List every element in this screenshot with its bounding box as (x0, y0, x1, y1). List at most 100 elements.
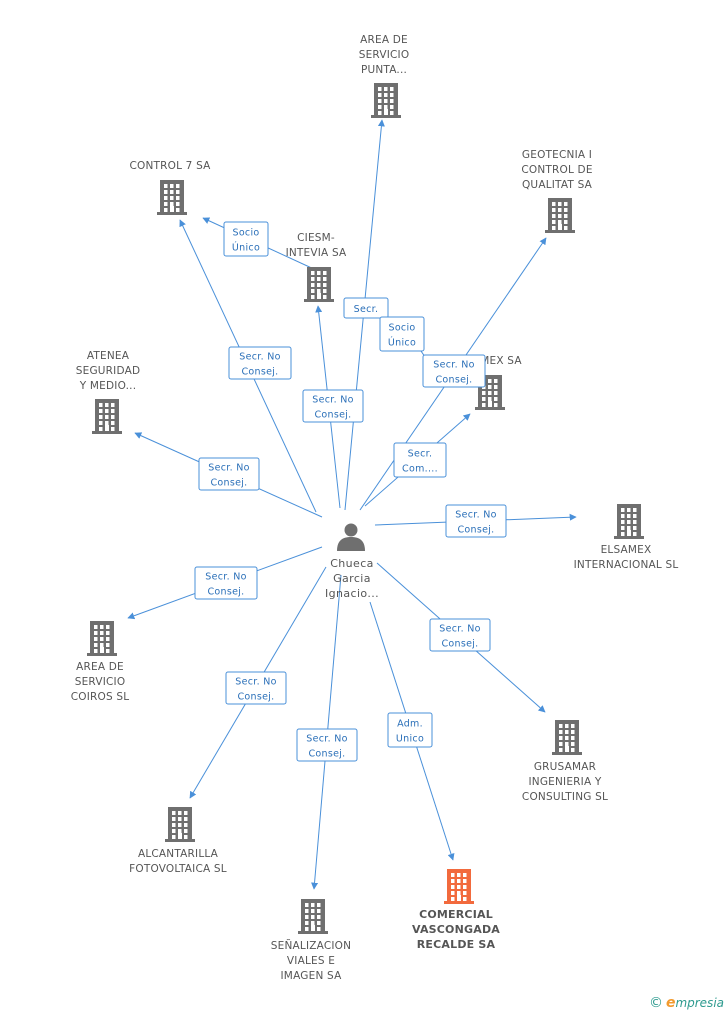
company-label-line: Y MEDIO... (79, 380, 136, 392)
relation-label-text: Secr. No (235, 677, 277, 688)
company-label-line: SERVICIO (75, 676, 126, 688)
relation-label-control-7[interactable]: Secr. No Consej. (228, 346, 292, 380)
relation-label-text: Consej. (435, 375, 472, 386)
company-label-line: AREA DE (76, 661, 124, 673)
relation-label-text: Único (388, 337, 416, 349)
company-label-line: IMAGEN SA (281, 970, 343, 982)
building-icon (371, 83, 401, 118)
person-name-line: Garcia (333, 572, 371, 585)
relation-label-box (445, 504, 507, 538)
relation-label-text: Secr. No (433, 360, 475, 371)
company-node-atenea[interactable]: ATENEA SEGURIDAD Y MEDIO... (76, 350, 140, 434)
company-label-line: SEÑALIZACION (271, 939, 351, 952)
company-label-line: GRUSAMAR (534, 761, 596, 773)
building-icon (87, 621, 117, 656)
relation-label-box (429, 618, 491, 652)
relation-label-box (194, 566, 258, 600)
relation-label-box (225, 671, 287, 705)
relation-label-text: Secr. No (208, 463, 250, 474)
company-node-ciesm-intevia[interactable]: CIESM-INTEVIA SA (286, 232, 347, 302)
relation-label-box (228, 346, 292, 380)
company-node-comercial-vascongada[interactable]: COMERCIAL VASCONGADA RECALDE SA (412, 869, 500, 951)
company-node-control-7[interactable]: CONTROL 7 SA (129, 160, 211, 215)
building-icon (298, 899, 328, 934)
relation-label-grusamar[interactable]: Secr. No Consej. (429, 618, 491, 652)
relation-label-text: Consej. (207, 587, 244, 598)
relation-label-comercial-vascongada[interactable]: Adm. Unico (387, 712, 433, 748)
company-node-area-servicio-punta[interactable]: AREA DE SERVICIO PUNTA... (359, 34, 410, 118)
relation-label-box (302, 389, 364, 423)
relation-label-text: Com.... (402, 464, 438, 475)
relation-label-box (387, 712, 433, 748)
relation-label-elsamex-internacional[interactable]: Secr. No Consej. (445, 504, 507, 538)
company-label-line: VASCONGADA (412, 923, 500, 936)
relation-label-text: Consej. (314, 410, 351, 421)
person-icon (337, 523, 365, 551)
relation-label-elsamex-sa[interactable]: Secr.Com.... (393, 442, 447, 478)
company-label-line: CONTROL 7 SA (129, 160, 211, 172)
relation-label-geotecnia[interactable]: Secr. No Consej. (422, 354, 486, 388)
relation-label-text: Secr. No (455, 510, 497, 521)
building-icon (444, 869, 474, 904)
relation-label-box (379, 316, 425, 352)
company-label-line: SERVICIO (359, 49, 410, 61)
relation-label-text: Unico (396, 734, 424, 745)
relation-label-atenea[interactable]: Secr. No Consej. (198, 457, 260, 491)
relation-label-box (296, 728, 358, 762)
company-label-line: MEX SA (480, 355, 522, 367)
footer-brand: ©empresia (649, 995, 724, 1011)
relation-label-box (393, 442, 447, 478)
company-label-line: CONSULTING SL (522, 791, 608, 803)
relation-label-senalizacion[interactable]: Secr. No Consej. (296, 728, 358, 762)
relation-label-text: Consej. (237, 692, 274, 703)
brand-name: mpresia (675, 996, 724, 1010)
company-label-line: FOTOVOLTAICA SL (129, 863, 227, 875)
relation-label-text: Secr. No (239, 352, 281, 363)
company-node-area-servicio-coiros[interactable]: AREA DE SERVICIO COIROS SL (71, 621, 130, 703)
nodes-layer: AREA DE SERVICIO PUNTA... CONTROL 7 SA GEOTE… (71, 34, 679, 982)
company-label-line: COMERCIAL (419, 908, 493, 921)
building-icon (614, 504, 644, 539)
center-person-node[interactable]: ChuecaGarciaIgnacio... (325, 523, 379, 601)
relation-label-box (422, 354, 486, 388)
relation-label-text: Secr. No (306, 734, 348, 745)
company-label-line: AREA DE (360, 34, 408, 46)
company-label-line: RECALDE SA (417, 938, 496, 951)
relation-label-text: Consej. (441, 639, 478, 650)
building-icon (157, 180, 187, 215)
building-icon (552, 720, 582, 755)
relation-label-text: Consej. (308, 749, 345, 760)
building-icon (304, 267, 334, 302)
company-label-line: COIROS SL (71, 691, 130, 703)
relation-label-text: Consej. (210, 478, 247, 489)
relation-label-text: Adm. (397, 719, 423, 730)
company-label-line: PUNTA... (361, 64, 407, 76)
building-icon (545, 198, 575, 233)
relation-label-alcantarilla[interactable]: Secr. No Consej. (225, 671, 287, 705)
relation-label-area-servicio-punta[interactable]: Secr. (343, 297, 389, 319)
company-label-line: ATENEA (87, 350, 130, 362)
person-name-line: Ignacio... (325, 587, 379, 600)
relation-label-text: Consej. (457, 525, 494, 536)
relation-label-text: Consej. (241, 367, 278, 378)
copyright-symbol: © (648, 995, 663, 1011)
relation-label-text: Secr. No (439, 624, 481, 635)
relation-label-box (223, 221, 269, 257)
relation-label-text: Socio (232, 228, 259, 239)
company-label-line: GEOTECNIA I (522, 149, 592, 161)
company-label-line: QUALITAT SA (522, 179, 593, 191)
relation-label-box (343, 297, 389, 319)
company-label-line: SEGURIDAD (76, 365, 140, 377)
person-name-line: Chueca (330, 557, 374, 570)
